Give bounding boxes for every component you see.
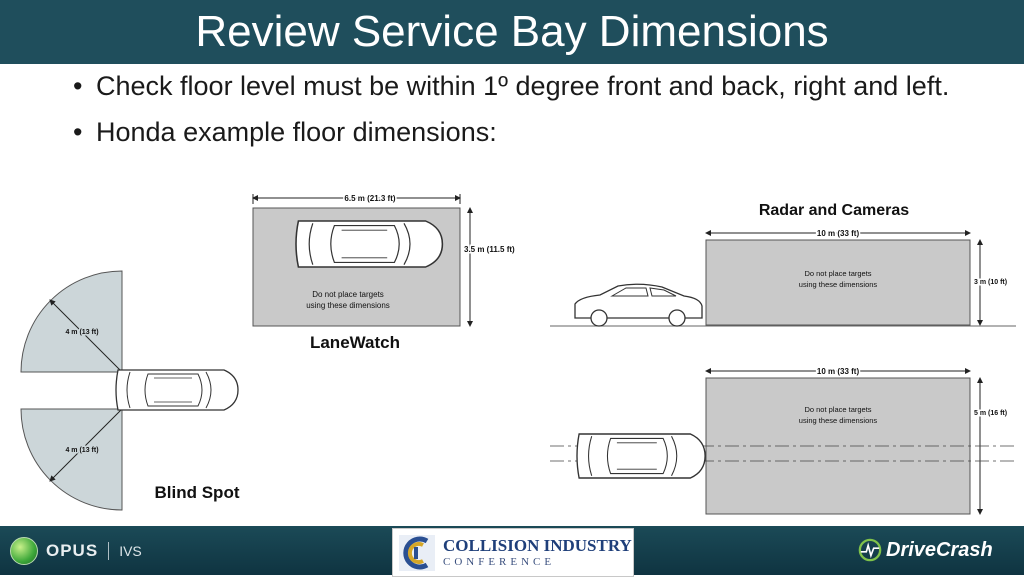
opus-globe-icon: [10, 537, 38, 565]
lanewatch-height-label: 3.5 m (11.5 ft): [464, 245, 515, 254]
lanewatch-diagram: 6.5 m (21.3 ft) 3.5 m (11.5 ft) Do not p…: [252, 193, 517, 352]
bullet-item: • Check floor level must be within 1º deg…: [70, 70, 970, 102]
opus-wordmark: OPUS: [46, 541, 99, 560]
floor-dimensions-diagram: 6.5 m (21.3 ft) 3.5 m (11.5 ft) Do not p…: [20, 193, 1016, 515]
blind-spot-car: [115, 369, 239, 411]
drivecrash-wordmark: DriveCrash: [886, 538, 993, 561]
blind-spot-label: Blind Spot: [155, 483, 240, 502]
bullet-text: Honda example floor dimensions:: [96, 117, 497, 147]
radar-top-car: [576, 433, 706, 479]
radar-side-note-1: Do not place targets: [804, 269, 871, 278]
cic-emblem-icon: [399, 534, 435, 571]
radar-top-width-label: 10 m (33 ft): [817, 367, 860, 376]
ivs-wordmark: IVS: [119, 543, 142, 559]
blind-spot-lower-radius: 4 m (13 ft): [65, 447, 98, 454]
radar-side-width-label: 10 m (33 ft): [817, 229, 860, 238]
logo-divider: [108, 542, 110, 560]
radar-label: Radar and Cameras: [759, 202, 909, 219]
cic-logo: COLLISION INDUSTRY CONFERENCE: [392, 528, 634, 577]
opus-logo: OPUS IVS: [10, 536, 142, 566]
bullet-item: • Honda example floor dimensions:: [70, 116, 970, 148]
lanewatch-width-label: 6.5 m (21.3 ft): [344, 194, 395, 203]
radar-side-note-2: using these dimensions: [799, 280, 878, 289]
radar-side-car: [574, 283, 703, 327]
blind-spot-diagram: 4 m (13 ft) 4 m (13 ft) Blind Spot: [20, 270, 240, 511]
bullet-text: Check floor level must be within 1º degr…: [96, 71, 950, 101]
blind-spot-upper-radius: 4 m (13 ft): [65, 329, 98, 336]
lanewatch-note-1: Do not place targets: [312, 290, 384, 299]
radar-top-height-label: 5 m (16 ft): [974, 410, 1007, 417]
cic-subtitle: CONFERENCE: [443, 556, 556, 568]
title-bar: [0, 0, 1024, 64]
radar-side-height-label: 3 m (10 ft): [974, 279, 1007, 286]
bullet-list: • Check floor level must be within 1º deg…: [70, 70, 970, 148]
radar-top-note-1: Do not place targets: [804, 405, 871, 414]
drivecrash-swoosh-icon: [858, 538, 882, 562]
lanewatch-note-2: using these dimensions: [306, 301, 390, 310]
slide-title: Review Service Bay Dimensions: [195, 7, 829, 56]
cic-text: COLLISION INDUSTRY CONFERENCE: [443, 536, 632, 569]
lanewatch-car: [295, 220, 444, 268]
bullet-icon: •: [73, 71, 83, 101]
drivecrash-logo: DriveCrash: [858, 532, 1018, 568]
radar-side-zone: [705, 239, 971, 326]
radar-top-note-2: using these dimensions: [799, 416, 878, 425]
lanewatch-label: LaneWatch: [310, 333, 400, 352]
bullet-icon: •: [73, 117, 83, 147]
cic-title: COLLISION INDUSTRY: [443, 536, 632, 555]
radar-diagram: Radar and Cameras 10 m (33 ft) 3 m (10 f…: [550, 202, 1016, 515]
